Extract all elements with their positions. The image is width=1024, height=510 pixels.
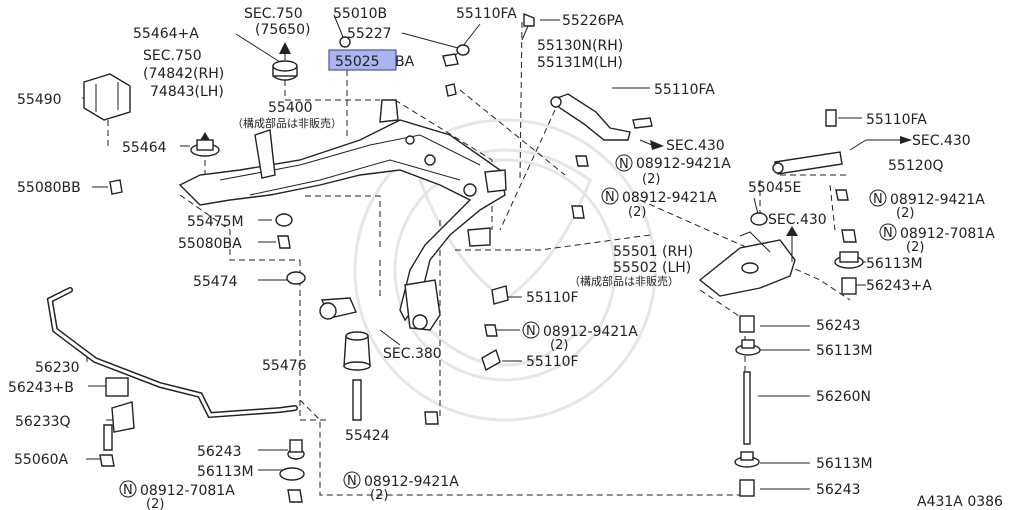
lower-arm-55501 <box>698 226 798 297</box>
label-55464A: 55464+A <box>133 26 199 42</box>
label-55131M: 55131M(LH) <box>537 55 623 71</box>
label-08912-9421A-3-qty: (2) <box>896 206 914 221</box>
label-sec430-b: SEC.430 <box>912 133 971 149</box>
label-08912-9421A-2: 08912-9421A <box>622 190 717 206</box>
label-08912-7081A-2-qty: (2) <box>146 497 164 510</box>
label-55490: 55490 <box>17 92 62 108</box>
upper-link-55130N <box>550 93 664 150</box>
label-55120Q: 55120Q <box>888 158 944 174</box>
label-08912-9421A-5: 08912-9421A <box>364 474 459 490</box>
label-n-2: N <box>605 190 615 205</box>
label-08912-7081A-1: 08912-7081A <box>900 226 995 242</box>
label-55400: 55400 <box>268 100 313 116</box>
label-sec750-top-sub: (75650) <box>255 22 310 38</box>
n-symbol-1 <box>615 154 633 172</box>
label-55110F-1: 55110F <box>526 290 579 306</box>
crossmember-55400 <box>178 99 507 331</box>
label-55060A: 55060A <box>14 452 69 468</box>
label-jp-note-1: （構成部品は非販売） <box>232 116 342 130</box>
mount-55490 <box>83 73 131 121</box>
label-56230: 56230 <box>35 360 80 376</box>
label-56243A: 56243+A <box>866 278 932 294</box>
label-55010B: 55010B <box>333 6 387 22</box>
stabilizer-bar-56230 <box>46 287 305 481</box>
label-55110FA-right: 55110FA <box>866 112 927 128</box>
label-55080BA: 55080BA <box>178 236 242 252</box>
label-56113M-3: 56113M <box>816 456 873 472</box>
label-55045E: 55045E <box>748 180 801 196</box>
label-55476: 55476 <box>262 358 307 374</box>
label-n-3: N <box>873 192 883 207</box>
n-symbol-2 <box>601 187 619 205</box>
differential-mount-55476 <box>319 297 401 371</box>
label-08912-9421A-3: 08912-9421A <box>890 192 985 208</box>
label-55110FA-mid: 55110FA <box>654 82 715 98</box>
bolts <box>103 117 653 451</box>
label-56113M-2: 56113M <box>816 343 873 359</box>
label-55080BB: 55080BB <box>17 180 81 196</box>
label-sec430-c: SEC.430 <box>768 212 827 228</box>
label-56113M-1: 56113M <box>866 256 923 272</box>
label-55025BA-highlighted: 55025 <box>335 54 380 70</box>
label-55502: 55502 (LH) <box>613 260 691 276</box>
label-n-5: N <box>526 324 536 339</box>
callout-labels: SEC.750 (75650) 55464+A 55010B 55227 551… <box>8 6 1003 510</box>
label-08912-7081A-1-qty: (2) <box>906 240 924 255</box>
label-56243-2: 56243 <box>197 444 242 460</box>
label-55227: 55227 <box>347 26 392 42</box>
label-sec380: SEC.380 <box>383 346 442 362</box>
label-08912-9421A-1-qty: (2) <box>642 172 660 187</box>
label-55130N: 55130N(RH) <box>537 38 623 54</box>
label-56243-3: 56243 <box>816 482 861 498</box>
n-symbol-5 <box>522 321 540 339</box>
label-55474: 55474 <box>193 274 238 290</box>
label-08912-9421A-2-qty: (2) <box>628 205 646 220</box>
label-56243B: 56243+B <box>8 380 74 396</box>
label-56113M-4: 56113M <box>197 464 254 480</box>
label-55424: 55424 <box>345 428 390 444</box>
bushing-55464A <box>272 42 298 81</box>
fasteners <box>99 12 857 503</box>
label-n-7: N <box>123 483 133 498</box>
label-56260N: 56260N <box>816 389 871 405</box>
label-08912-9421A-4: 08912-9421A <box>543 324 638 340</box>
label-56243-1: 56243 <box>816 318 861 334</box>
highlight-box <box>328 49 397 71</box>
n-symbol-7 <box>119 480 137 498</box>
label-n-6: N <box>347 474 357 489</box>
label-08912-9421A-5-qty: (2) <box>370 488 388 503</box>
seat-55464 <box>190 132 220 157</box>
label-55475M: 55475M <box>187 214 244 230</box>
label-sec750-rh: (74842(RH) <box>143 66 224 82</box>
label-sec430-a: SEC.430 <box>666 138 725 154</box>
n-symbol-3 <box>869 189 887 207</box>
label-56233Q: 56233Q <box>15 414 71 430</box>
n-symbol-4 <box>879 223 897 241</box>
label-sec750-lh: 74843(LH) <box>150 84 224 100</box>
watermark <box>353 118 657 422</box>
label-08912-9421A-1: 08912-9421A <box>636 156 731 172</box>
label-sec750-top: SEC.750 <box>244 6 303 22</box>
label-55226PA: 55226PA <box>562 13 624 29</box>
label-08912-9421A-4-qty: (2) <box>550 338 568 353</box>
shock-bushing-stack <box>734 251 864 497</box>
n-symbol-6 <box>343 471 361 489</box>
label-55110F-2: 55110F <box>526 354 579 370</box>
label-55501: 55501 (RH) <box>613 244 693 260</box>
label-55025BA-suffix: BA <box>395 54 415 70</box>
label-55110FA-top: 55110FA <box>456 6 517 22</box>
label-jp-note-2: （構成部品は非販売） <box>569 274 679 288</box>
label-sec750-left: SEC.750 <box>143 48 202 64</box>
lateral-link-55120Q <box>772 136 912 175</box>
label-n-4: N <box>883 226 893 241</box>
label-08912-7081A-2: 08912-7081A <box>140 483 235 499</box>
label-n-1: N <box>619 157 629 172</box>
label-55464: 55464 <box>122 140 167 156</box>
diagram-id: A431A 0386 <box>917 494 1003 510</box>
